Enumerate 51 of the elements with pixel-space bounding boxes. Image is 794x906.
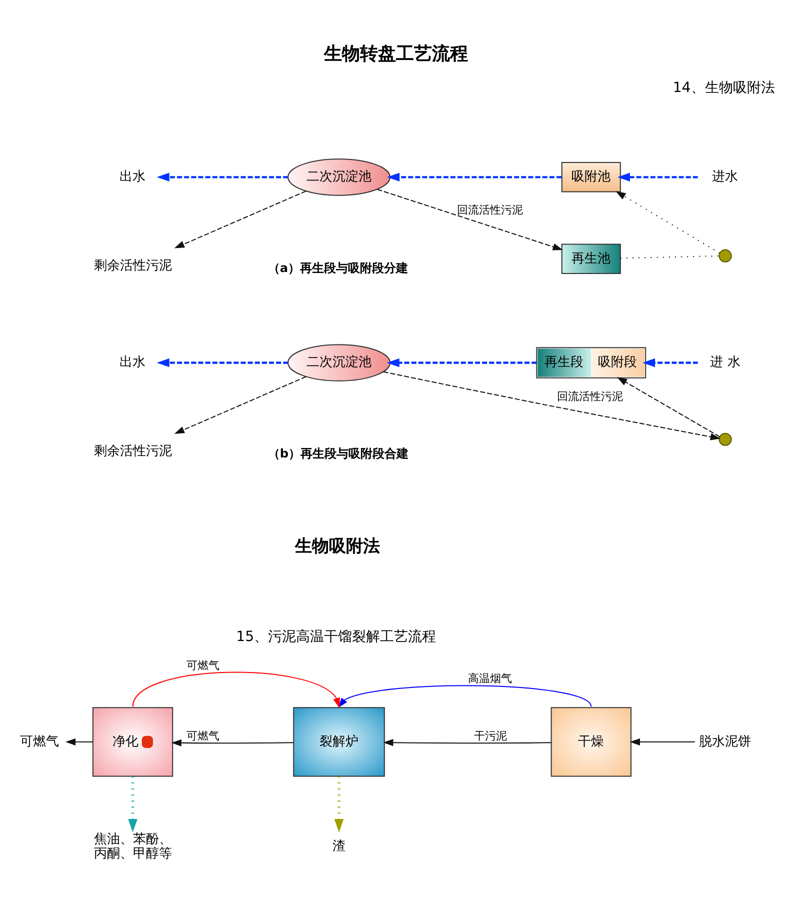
arrow	[174, 376, 306, 434]
arrow	[386, 358, 536, 367]
node-ellipse: 二次沉淀池	[288, 344, 391, 381]
arrow	[387, 172, 562, 182]
arrow	[132, 671, 340, 708]
edge-label: 回流活性污泥	[556, 389, 623, 402]
node-text: 剩余活性污泥	[94, 258, 172, 273]
arrow	[630, 738, 695, 745]
node-box: 再生池	[561, 243, 621, 274]
label: 生物吸附法	[295, 536, 380, 556]
label: （b）再生段与吸附段合建	[268, 446, 409, 460]
arrow	[383, 738, 552, 746]
arrow	[334, 776, 344, 832]
edge-label: 可燃气	[186, 729, 220, 742]
node-circle	[718, 248, 732, 262]
arrow	[338, 684, 592, 708]
diagram-title: 生物转盘工艺流程	[324, 43, 468, 64]
arrow	[128, 776, 138, 832]
node-text: 出水	[120, 169, 146, 184]
arrow	[642, 358, 698, 367]
label: 15、污泥高温干馏裂解工艺流程	[236, 628, 436, 644]
node-ellipse: 二次沉淀池	[288, 158, 391, 196]
node-box: 吸附池	[561, 162, 621, 192]
node-box: 裂解炉	[293, 706, 385, 776]
node-text: 可燃气	[20, 734, 59, 749]
node-box: 净化	[92, 706, 174, 776]
arrow	[616, 190, 720, 253]
edge-label: 可燃气	[186, 658, 220, 672]
arrow	[617, 376, 720, 437]
arrow	[174, 190, 306, 248]
arrow	[65, 738, 93, 745]
arrow	[171, 738, 294, 746]
label: （a）再生段与吸附段分建	[268, 260, 408, 275]
arrow	[383, 370, 721, 440]
node-circle	[718, 432, 732, 446]
node-text: 剩余活性污泥	[94, 443, 172, 458]
node-text: 焦油、苯酚、丙酮、甲醇等	[94, 832, 172, 861]
arrow	[156, 172, 288, 182]
node-text: 进 水	[710, 354, 740, 370]
label: 14、生物吸附法	[672, 80, 775, 96]
edge-label: 高温烟气	[468, 672, 512, 685]
edge-label: 干污泥	[474, 729, 508, 742]
node-box: 干燥	[550, 706, 632, 776]
node-text: 脱水泥饼	[699, 734, 752, 749]
arrow	[156, 358, 288, 367]
node-text: 渣	[332, 838, 346, 854]
arrow	[617, 172, 698, 182]
edge-label: 回流活性污泥	[457, 202, 524, 216]
arrow	[377, 188, 563, 250]
node-text: 出水	[120, 354, 146, 370]
node-text: 进水	[712, 169, 738, 184]
